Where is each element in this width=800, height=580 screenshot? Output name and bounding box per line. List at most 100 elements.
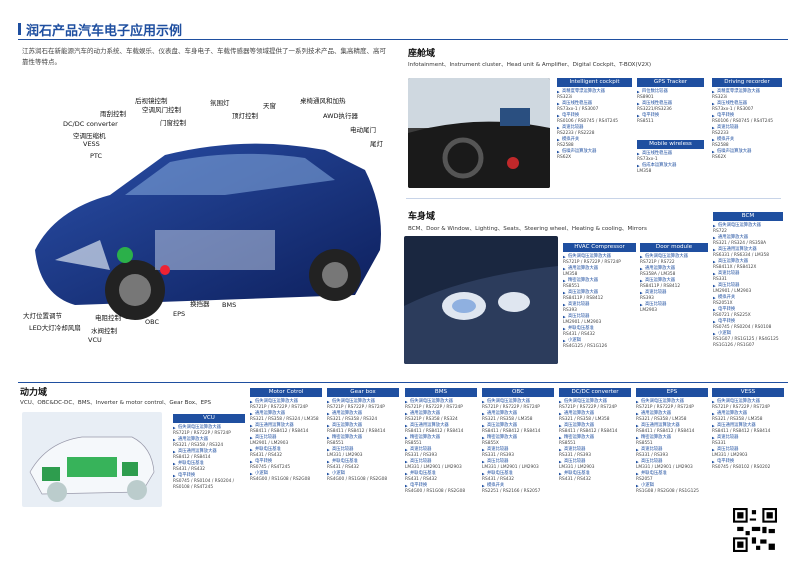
part-numbers: RS431 / RS432 — [559, 477, 592, 482]
product-category: 高压比较器 — [327, 447, 399, 453]
product-category: 高速比较器 — [559, 447, 631, 453]
product-category: 小逻辑 — [713, 331, 783, 337]
power-card-header: EPS — [636, 388, 708, 397]
product-category: 高压通用运算放大器 — [405, 423, 477, 429]
cockpit-title: 座舱域 — [408, 49, 436, 59]
part-numbers: RS721P / RS722P / RS724P — [250, 405, 308, 410]
part-numbers: RS721P / RS722P / RS724P — [482, 405, 540, 410]
part-numbers: RS2588 — [557, 143, 574, 148]
power-card-header: VCU — [173, 414, 245, 423]
product-category: 高压运算放大器 — [327, 423, 399, 429]
product-category: 高速比较器 — [713, 271, 783, 277]
label-taillight: 尾灯 — [370, 140, 383, 148]
product-category: 小逻辑 — [250, 471, 322, 477]
label-vess: VESS — [83, 140, 100, 148]
product-category: 模拟开关 — [557, 137, 632, 143]
part-numbers: LM331 / LM2903 — [712, 453, 748, 458]
product-category: 精密运算放大器 — [559, 435, 631, 441]
part-numbers: LM2901 / LM2903 — [563, 320, 602, 325]
part-numbers: RS2588 — [712, 143, 729, 148]
cockpit-card-header: Driving recorder — [712, 78, 782, 87]
page-title: 润石产品汽车电子应用示例 — [26, 24, 183, 39]
cockpit-card: GPS Tracker四位数比较器RS8901高压线性稳压器RS3221/RS3… — [637, 78, 704, 125]
part-numbers: LM331 / LM2901 / LM2903 — [405, 465, 462, 470]
part-numbers: RS431 / RS432 — [327, 465, 360, 470]
part-numbers: RS331 / RS393 — [559, 453, 592, 458]
part-numbers: RS0106 / RS0745 / RS4T245 — [712, 119, 773, 124]
part-numbers: RS431 / RS432 — [173, 467, 206, 472]
part-numbers: RS2051X — [713, 301, 733, 306]
product-category: 精密运算放大器 — [327, 435, 399, 441]
part-numbers: RS721P / RS722P / RS724P — [327, 405, 385, 410]
product-category: 高压通用运算放大器 — [250, 423, 322, 429]
part-numbers: RS321 / RS358 / RS324 — [327, 417, 378, 422]
product-category: 精密运算放大器 — [405, 435, 477, 441]
part-numbers: RS721P / RS722P / RS724P — [563, 260, 621, 265]
product-category: 并联电压基准 — [405, 471, 477, 477]
label-awd: AWD执行器 — [323, 112, 359, 120]
product-category: 高压线性稳压器 — [557, 101, 632, 107]
power-card-header: DC/DC converter — [559, 388, 631, 397]
power-subtitle: VCU、OBC&DC-DC、BMS、Inverter & motor contr… — [20, 400, 212, 406]
part-numbers: RS8551 — [636, 441, 653, 446]
product-category: 低失调电压运算放大器 — [563, 254, 636, 260]
product-category: 电平转换 — [173, 473, 245, 479]
body-card-header: Door module — [640, 243, 708, 252]
divider-cockpit-body — [406, 198, 781, 199]
product-category: 电平转换 — [250, 459, 322, 465]
part-numbers: RS8411 / RS8412 / RS8414 — [250, 429, 309, 434]
part-numbers: RS4G00 / RS1G08 / RS2G08 — [327, 477, 388, 482]
product-category: 通用运算放大器 — [563, 266, 636, 272]
part-numbers: RS431 / RS432 — [250, 453, 283, 458]
label-dome-light: 顶灯控制 — [232, 112, 258, 120]
product-category: 精密运算放大器 — [482, 435, 554, 441]
product-category: 通用运算放大器 — [636, 411, 708, 417]
part-numbers: RS721P / RS722P / RS724P — [636, 405, 694, 410]
power-card: Gear box低失调电压运算放大器RS721P / RS722P / RS72… — [327, 388, 399, 483]
product-category: 模拟开关 — [713, 295, 783, 301]
label-sunroof: 天窗 — [263, 102, 276, 110]
label-door-window: 门窗控制 — [160, 119, 186, 127]
part-numbers: LM358 — [637, 169, 652, 174]
power-card: OBC低失调电压运算放大器RS721P / RS722P / RS724P通用运… — [482, 388, 554, 495]
part-numbers: RS321 / RS324 / RS358A — [713, 241, 767, 246]
power-card: BMS低失调电压运算放大器RS721P / RS722P / RS724P通用运… — [405, 388, 477, 495]
part-numbers: RS1G08 / RS2G08 / RS1G125 — [636, 489, 699, 494]
part-numbers: RS323i — [712, 95, 728, 100]
part-numbers: RS721P / RS722P / RS724P — [173, 431, 231, 436]
cockpit-card-header: GPS Tracker — [637, 78, 704, 87]
intro-text: 江苏润石在新能源汽车的动力系统、车载娱乐、仪表盘、车身电子、车载传感器等领域提供… — [22, 47, 386, 66]
product-category: 低失调电压运算放大器 — [482, 399, 554, 405]
part-numbers: RS323i — [557, 95, 573, 100]
product-category: 低失调电压运算放大器 — [636, 399, 708, 405]
product-category: 低失调电压运算放大器 — [640, 254, 708, 260]
product-category: 并联电压基准 — [559, 471, 631, 477]
product-category: 电平转换 — [713, 319, 783, 325]
product-category: 小逻辑 — [327, 471, 399, 477]
part-numbers: RS73xx-1 — [637, 157, 658, 162]
part-numbers: RS8411P / RS8412 — [563, 296, 604, 301]
part-numbers: LM331 / LM2901 / LM2903 — [636, 465, 693, 470]
label-ac-compressor: 空调压缩机 — [73, 132, 106, 140]
part-numbers: RS721P / RS722P / RS724P — [405, 405, 463, 410]
product-category: 电平转换 — [712, 113, 782, 119]
body-card: BCM低失调电压运算放大器RS722通用运算放大器RS321 / RS324 /… — [713, 212, 783, 349]
part-numbers: RS2233 — [712, 131, 729, 136]
power-card: DC/DC converter低失调电压运算放大器RS721P / RS722P… — [559, 388, 631, 483]
part-numbers: LM2901 / LM2903 — [250, 441, 289, 446]
power-card: VESS低失调电压运算放大器RS721P / RS722P / RS724P通用… — [712, 388, 784, 471]
label-seat-heat: 桌椅通风和加热 — [300, 97, 346, 105]
product-category: 低失调电压运算放大器 — [250, 399, 322, 405]
part-numbers: RS0745 / RS0104 / RS0204 / RS0108 / RS4T… — [173, 479, 235, 490]
part-numbers: RS73xx-1 / RS3007 — [557, 107, 599, 112]
power-card-header: OBC — [482, 388, 554, 397]
page-title-bar: 润石产品汽车电子应用示例 — [18, 18, 788, 40]
part-numbers: RS8551 — [563, 284, 580, 289]
part-numbers: RS321 / RS358 / LM358 — [482, 417, 533, 422]
product-category: 四位数比较器 — [637, 89, 704, 95]
product-category: 高压运算放大器 — [482, 423, 554, 429]
part-numbers: RS8901 — [637, 95, 654, 100]
product-category: 高压线性稳压器 — [637, 151, 704, 157]
part-numbers: RS8411 / RS8412 / RS8414 — [559, 429, 618, 434]
part-numbers: LM2901 / LM2903 — [713, 289, 752, 294]
